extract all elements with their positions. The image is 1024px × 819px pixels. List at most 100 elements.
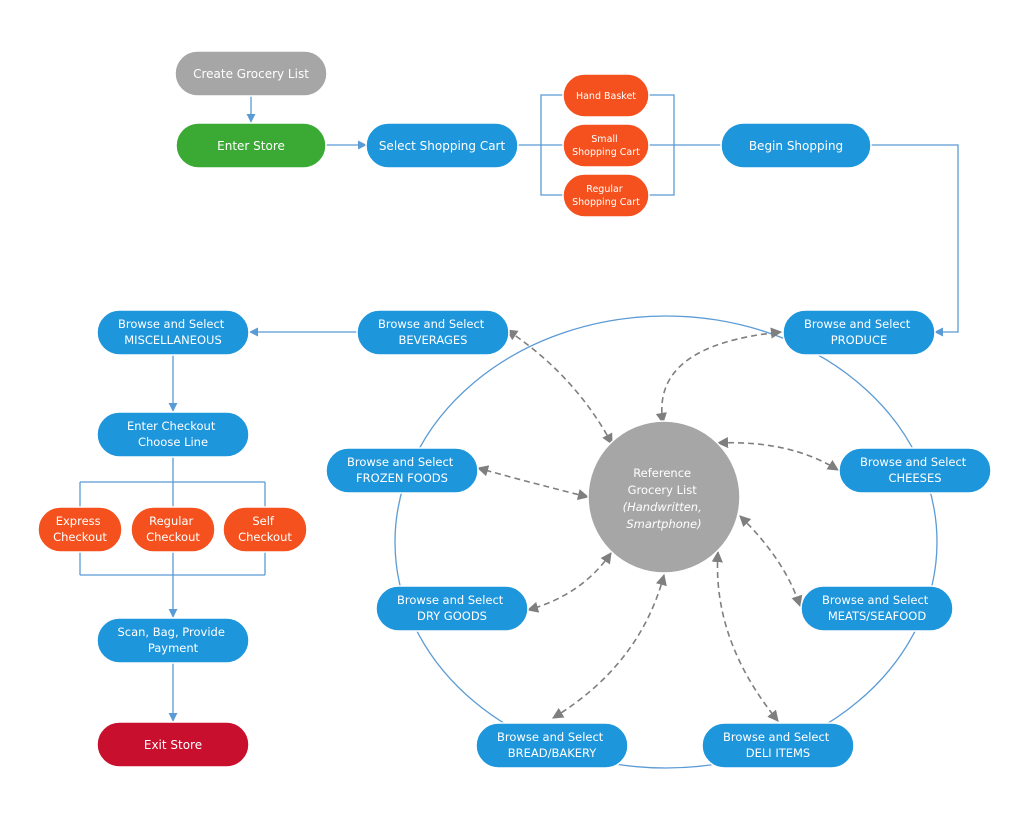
cheeses-line-2: CHEESES [888,471,941,485]
svg-text:Small Shopping Cart: Small Shopping Cart [572,134,640,158]
enter-store-node[interactable]: Enter Store [175,122,327,169]
express-line-1: Express [56,514,101,528]
miscellaneous-node[interactable]: Browse and Select MISCELLANEOUS [96,309,250,356]
svg-text:Browse and Select FROZEN: Browse and Select FROZEN FOODS [347,455,457,485]
small-shopping-cart-node[interactable]: Small Shopping Cart [562,123,650,168]
ref-link-meats [739,515,803,608]
produce-line-1: Browse and Select [804,317,911,331]
self-checkout-line-1: Self [252,514,275,528]
create-grocery-list-label: Create Grocery List [193,67,309,81]
svg-text:Enter Checkout Choose Li: Enter Checkout Choose Line [127,419,219,449]
connector-begin-to-produce [870,144,959,337]
checkout-line-2: Choose Line [138,435,208,449]
bakery-line-1: Browse and Select [497,730,604,744]
connector-options-bracket-right [648,94,675,196]
dry-goods-line-2: DRY GOODS [417,609,487,623]
svg-text:Browse and Select CHEESE: Browse and Select CHEESES [860,455,970,485]
deli-items-node[interactable]: Browse and Select DELI ITEMS [701,722,855,769]
svg-text:Exit Store: Exit Store [144,738,202,752]
ref-link-cheeses [716,436,839,471]
hand-basket-label: Hand Basket [576,91,636,102]
hub-line-4: Smartphone) [626,517,701,531]
svg-text:Regular Shopping Cart: Regular Shopping Cart [572,184,640,208]
bread-bakery-node[interactable]: Browse and Select BREAD/BAKERY [475,722,629,769]
misc-line-1: Browse and Select [118,317,225,331]
express-checkout-node[interactable]: Express Checkout [37,506,123,553]
self-checkout-line-2: Checkout [238,530,292,544]
begin-shopping-node[interactable]: Begin Shopping [720,122,872,169]
hub-line-3: (Handwritten, [623,500,702,514]
svg-text:Enter Store: Enter Store [217,139,285,153]
svg-text:Browse and Select MISCEL: Browse and Select MISCELLANEOUS [118,317,228,347]
svg-text:Scan, Bag, Provide Payme: Scan, Bag, Provide Payment [117,625,228,655]
frozen-line-2: FROZEN FOODS [356,471,448,485]
svg-text:Browse and Select DRY GO: Browse and Select DRY GOODS [397,593,507,623]
svg-text:Begin Shopping: Begin Shopping [749,139,843,153]
hub-line-2: Grocery List [628,483,698,497]
connector-options-bracket-left [540,94,564,196]
hub-line-1: Reference [633,466,691,480]
scan-line-1: Scan, Bag, Provide [117,625,224,639]
enter-store-label: Enter Store [217,139,285,153]
cheeses-node[interactable]: Browse and Select CHEESES [838,447,992,494]
svg-text:Browse and Select DELI I: Browse and Select DELI ITEMS [723,730,833,760]
ref-link-bakery [552,573,667,719]
svg-text:Browse and Select MEATS/: Browse and Select MEATS/SEAFOOD [822,593,932,623]
svg-text:Select Shopping Cart: Select Shopping Cart [379,139,506,153]
ref-link-dry-goods [526,552,612,613]
regular-checkout-line-1: Regular [149,514,193,528]
svg-text:Hand Basket: Hand Basket [576,91,636,102]
regular-cart-line-2: Shopping Cart [572,197,640,208]
meats-seafood-node[interactable]: Browse and Select MEATS/SEAFOOD [800,585,954,632]
regular-checkout-node[interactable]: Regular Checkout [130,506,216,553]
regular-shopping-cart-node[interactable]: Regular Shopping Cart [562,173,650,218]
ref-link-deli [711,550,779,722]
begin-shopping-label: Begin Shopping [749,139,843,153]
produce-line-2: PRODUCE [831,333,888,347]
dry-goods-node[interactable]: Browse and Select DRY GOODS [375,585,529,632]
meats-line-2: MEATS/SEAFOOD [828,609,927,623]
beverages-line-2: BEVERAGES [399,333,468,347]
exit-store-node[interactable]: Exit Store [96,721,250,768]
svg-text:Self Checkout: Self Checkout [238,514,292,544]
aisle-loop [394,315,938,769]
scan-bag-payment-node[interactable]: Scan, Bag, Provide Payment [96,617,250,664]
beverages-node[interactable]: Browse and Select BEVERAGES [356,309,510,356]
regular-cart-line-1: Regular [586,184,623,195]
deli-line-2: DELI ITEMS [746,746,810,760]
bakery-line-2: BREAD/BAKERY [508,746,598,760]
express-line-2: Checkout [53,530,107,544]
frozen-foods-node[interactable]: Browse and Select FROZEN FOODS [325,447,479,494]
svg-text:Browse and Select BREAD/: Browse and Select BREAD/BAKERY [497,730,607,760]
scan-line-2: Payment [148,641,199,655]
svg-text:Create Grocery List: Create Grocery List [193,67,309,81]
ref-link-frozen [476,465,590,500]
checkout-line-1: Enter Checkout [127,419,216,433]
exit-store-label: Exit Store [144,738,202,752]
ref-link-produce [655,327,783,425]
misc-line-2: MISCELLANEOUS [124,333,222,347]
deli-line-1: Browse and Select [723,730,830,744]
create-grocery-list-node[interactable]: Create Grocery List [174,50,328,97]
dry-goods-line-1: Browse and Select [397,593,504,607]
regular-checkout-line-2: Checkout [146,530,200,544]
self-checkout-node[interactable]: Self Checkout [222,506,308,553]
cheeses-line-1: Browse and Select [860,455,967,469]
small-cart-line-2: Shopping Cart [572,147,640,158]
svg-text:Reference Grocery List: Reference Grocery List (Handwritten, Sma… [623,466,706,531]
svg-text:Express Checkout: Express Checkout [53,514,107,544]
select-shopping-cart-label: Select Shopping Cart [379,139,506,153]
reference-links [476,327,839,722]
select-shopping-cart-node[interactable]: Select Shopping Cart [365,122,519,169]
meats-line-1: Browse and Select [822,593,929,607]
ref-link-beverages [506,329,613,445]
beverages-line-1: Browse and Select [378,317,485,331]
produce-node[interactable]: Browse and Select PRODUCE [782,309,936,356]
small-cart-line-1: Small [591,134,617,145]
hand-basket-node[interactable]: Hand Basket [562,73,650,118]
svg-text:Browse and Select BEVERA: Browse and Select BEVERAGES [378,317,488,347]
enter-checkout-node[interactable]: Enter Checkout Choose Line [96,411,250,458]
reference-grocery-list-hub[interactable]: Reference Grocery List (Handwritten, Sma… [587,420,741,574]
svg-text:Browse and Select PRODUC: Browse and Select PRODUCE [804,317,914,347]
